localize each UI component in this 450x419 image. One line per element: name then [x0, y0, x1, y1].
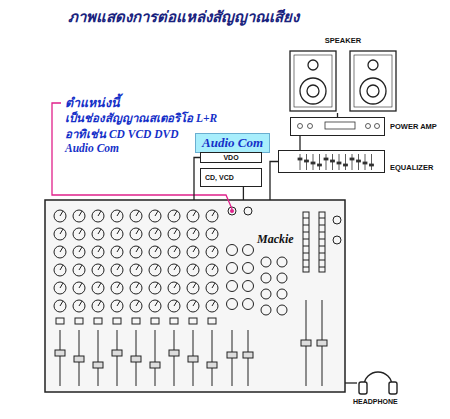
callout-text: Audio Com [65, 142, 119, 154]
vdo-player: VDO [200, 152, 262, 163]
speaker-cabinets [290, 51, 396, 111]
speaker-group: SPEAKER [286, 36, 400, 113]
node-label: Audio Com [202, 135, 263, 151]
node-label: CD, VCD [205, 174, 257, 181]
callout-text: เป็นช่องสัญญาณสเตอริโอ L+R [65, 109, 217, 127]
cd-player: CD, VCD [200, 168, 262, 187]
equalizer-sliders [298, 154, 374, 170]
mixer-controls [54, 207, 341, 386]
callout-text: อาทิเช่น CD VCD DVD [65, 125, 179, 143]
equalizer: EQUALIZER [278, 150, 385, 173]
amp-details [298, 122, 380, 129]
callout-text: ตำแหน่งนี้ [65, 93, 120, 113]
headphone: HEADPHONE [357, 370, 399, 396]
signal-wire [270, 162, 278, 201]
headphone-symbol [359, 372, 397, 394]
node-label: Mackie [255, 232, 296, 247]
signal-wire [345, 382, 357, 383]
node-label: SPEAKER [286, 36, 400, 45]
signal-wire [243, 187, 244, 200]
node-label: VDO [205, 154, 257, 161]
title: ภาพแสดงการต่อแหล่งสัญญาณเสียง [68, 5, 299, 29]
mixer: Mackie [45, 200, 345, 392]
node-label: POWER AMP [390, 122, 437, 131]
signal-wire [299, 136, 300, 150]
node-label: HEADPHONE [353, 398, 398, 405]
mixer-body [45, 200, 345, 392]
power-amp: POWER AMP [290, 117, 385, 136]
leader-dot [230, 209, 234, 213]
source-box: Audio Com [195, 133, 270, 153]
node-label: EQUALIZER [390, 163, 433, 172]
